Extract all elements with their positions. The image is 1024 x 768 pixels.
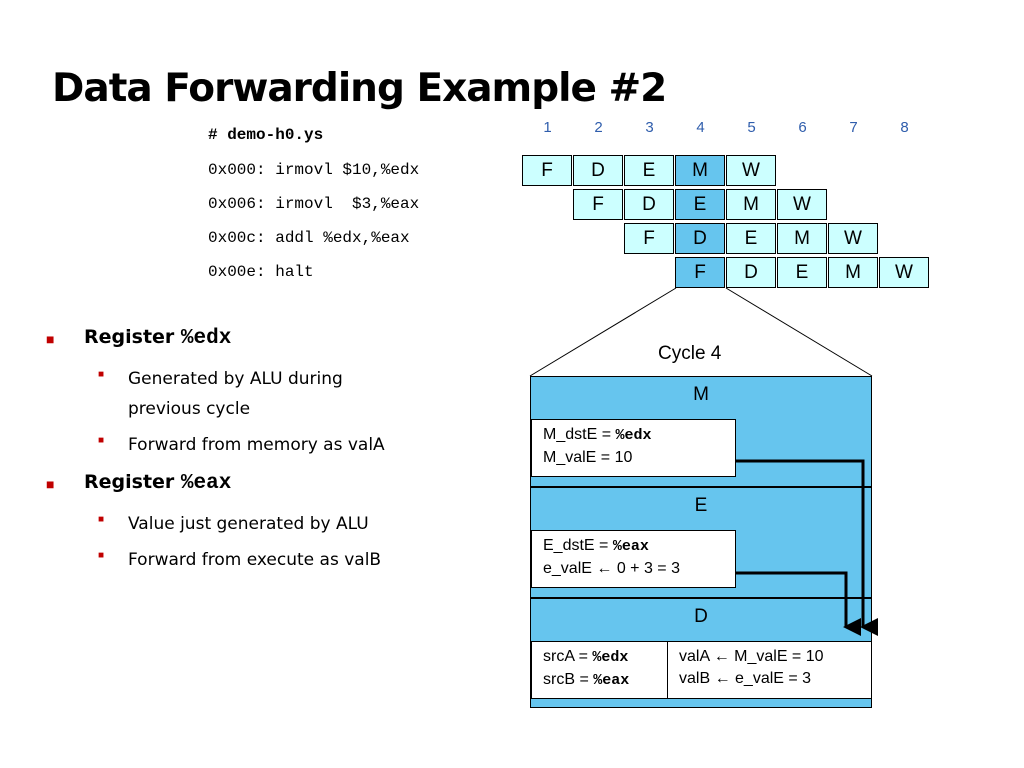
- d-source-box: srcA = %edx srcB = %eax: [531, 641, 668, 699]
- m-vale: M_valE = 10: [543, 449, 633, 466]
- pipeline-cell: F: [624, 223, 674, 254]
- sub-bullet-text: Forward from execute as valB: [128, 550, 382, 570]
- code-line: 0x006: irmovl $3,%eax: [208, 195, 420, 213]
- pipeline-cell: F: [522, 155, 572, 186]
- e-vale: e_valE ← 0 + 3 = 3: [543, 560, 680, 577]
- cycle-label: Cycle 4: [658, 343, 722, 364]
- bullet-square-icon: ■: [46, 476, 55, 492]
- zoom-line-right: [725, 287, 873, 377]
- pipeline-cell: W: [828, 223, 878, 254]
- stage-e: E E_dstE = %eax e_valE ← 0 + 3 = 3: [530, 487, 872, 598]
- bullet-square-icon: ■: [98, 550, 105, 561]
- pipeline-cell: E: [624, 155, 674, 186]
- m-register-box: M_dstE = %edx M_valE = 10: [531, 419, 736, 477]
- sub-bullet-text: Forward from memory as valA: [128, 435, 385, 455]
- cycle-number: 4: [696, 119, 705, 136]
- pipeline-cell: W: [879, 257, 929, 288]
- val-b: valB ← e_valE = 3: [679, 670, 812, 687]
- code-line: 0x000: irmovl $10,%edx: [208, 161, 420, 179]
- bullet-register: %eax: [180, 472, 232, 495]
- cycle-number: 8: [900, 119, 909, 136]
- m-dste-reg: %edx: [615, 427, 652, 444]
- src-b-label: srcB =: [543, 671, 594, 688]
- stage-m: M M_dstE = %edx M_valE = 10: [530, 376, 872, 487]
- zoom-line-left: [529, 287, 677, 377]
- stage-label: E: [694, 495, 708, 516]
- cycle-number: 6: [798, 119, 807, 136]
- forward-arrow-e-vale: [735, 571, 861, 636]
- pipeline-cell: D: [675, 223, 725, 254]
- bullet-label: Register: [84, 471, 181, 493]
- pipeline-cell: M: [675, 155, 725, 186]
- pipeline-cell: D: [624, 189, 674, 220]
- src-b-reg: %eax: [593, 672, 630, 689]
- m-dste-label: M_dstE =: [543, 426, 616, 443]
- slide-title: Data Forwarding Example #2: [52, 66, 667, 111]
- pipeline-cell: M: [726, 189, 776, 220]
- pipeline-cell: E: [675, 189, 725, 220]
- pipeline-cell: W: [777, 189, 827, 220]
- pipeline-cell: F: [573, 189, 623, 220]
- stage-d: D srcA = %edx srcB = %eax valA ← M_valE …: [530, 598, 872, 708]
- src-a-label: srcA =: [543, 648, 593, 665]
- stage-label: M: [693, 384, 709, 405]
- src-a-reg: %edx: [592, 649, 629, 666]
- bullet-register: %edx: [180, 327, 232, 350]
- e-dste-label: E_dstE =: [543, 537, 613, 554]
- cycle-number: 7: [849, 119, 858, 136]
- cycle-number: 5: [747, 119, 756, 136]
- forward-arrow-m-vale: [735, 459, 878, 636]
- pipeline-cell: D: [726, 257, 776, 288]
- cycle-number: 1: [543, 119, 552, 136]
- pipeline-cell: E: [726, 223, 776, 254]
- bullet-square-icon: ■: [98, 369, 105, 380]
- code-filename: # demo-h0.ys: [208, 126, 324, 144]
- sub-bullet-text: Generated by ALU during previous cycle: [128, 369, 343, 419]
- bullet-square-icon: ■: [98, 514, 105, 525]
- cycle-number: 2: [594, 119, 603, 136]
- bullet-label: Register: [84, 326, 181, 348]
- pipeline-cell: M: [777, 223, 827, 254]
- bullet-square-icon: ■: [46, 331, 55, 347]
- sub-bullet-text: Value just generated by ALU: [128, 514, 369, 534]
- bullet-square-icon: ■: [98, 435, 105, 446]
- pipeline-cell: F: [675, 257, 725, 288]
- cycle-number: 3: [645, 119, 654, 136]
- code-line: 0x00e: halt: [208, 263, 314, 281]
- val-a: valA ← M_valE = 10: [679, 648, 824, 665]
- pipeline-cell: W: [726, 155, 776, 186]
- e-register-box: E_dstE = %eax e_valE ← 0 + 3 = 3: [531, 530, 736, 588]
- d-value-box: valA ← M_valE = 10 valB ← e_valE = 3: [667, 641, 872, 699]
- e-dste-reg: %eax: [612, 538, 649, 555]
- pipeline-cell: E: [777, 257, 827, 288]
- stage-label: D: [694, 606, 708, 627]
- pipeline-cell: D: [573, 155, 623, 186]
- code-line: 0x00c: addl %edx,%eax: [208, 229, 410, 247]
- pipeline-cell: M: [828, 257, 878, 288]
